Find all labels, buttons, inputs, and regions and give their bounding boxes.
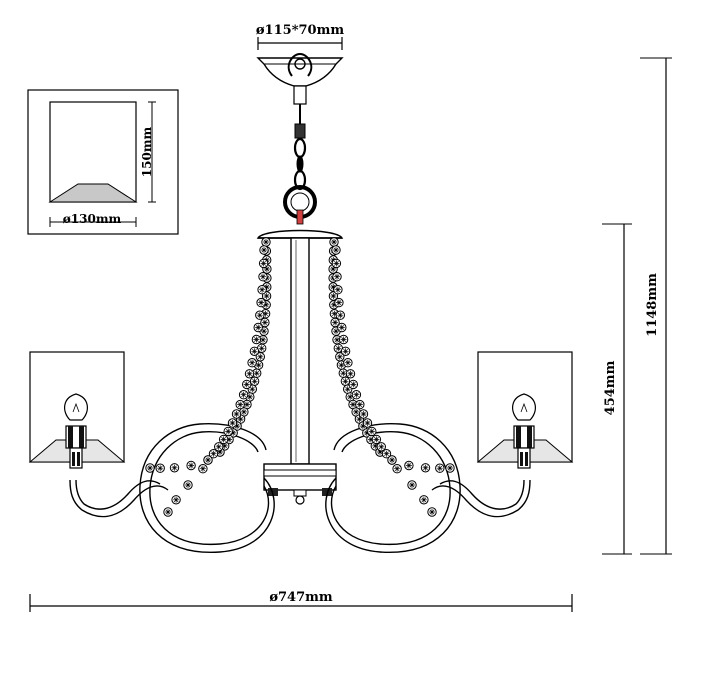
crystal-bead-icon	[198, 464, 208, 474]
crystal-bead-icon	[427, 507, 437, 517]
crystal-bead-icon	[332, 272, 342, 282]
crystal-bead-icon	[242, 379, 252, 390]
crystal-bead-icon	[331, 258, 342, 269]
crystal-bead-icon	[340, 346, 351, 356]
crystal-bead-icon	[247, 358, 257, 368]
crystal-bead-icon	[261, 237, 271, 247]
right-lamp	[476, 351, 574, 469]
canopy	[256, 52, 344, 139]
crystal-bead-icon	[231, 409, 242, 419]
left-lamp	[28, 351, 126, 469]
crystal-bead-icon	[223, 426, 233, 437]
crystal-bead-icon	[355, 399, 365, 410]
crystal-bead-icon	[169, 463, 180, 473]
crystal-bead-icon	[256, 297, 266, 308]
crystal-bead-icon	[407, 480, 417, 490]
crystal-bead-icon	[367, 426, 377, 437]
crystal-bead-icon	[445, 463, 455, 473]
crystal-bead-icon	[218, 434, 229, 445]
chain	[283, 137, 317, 225]
crystal-bead-icon	[435, 463, 445, 473]
crystal-bead-icon	[337, 322, 347, 333]
crystal-bead-icon	[238, 390, 249, 400]
crystal-bead-icon	[334, 297, 344, 308]
crystal-bead-icon	[387, 455, 397, 465]
crystal-bead-icon	[348, 379, 358, 390]
crystal-bead-icon	[203, 455, 213, 465]
shade-diameter-label: ø130mm	[63, 212, 122, 226]
crystal-bead-icon	[420, 463, 431, 473]
chandelier-body	[256, 229, 344, 505]
crystal-bead-icon	[362, 418, 373, 428]
crystal-bead-icon	[244, 369, 255, 379]
crystal-bead-icon	[351, 390, 362, 400]
canopy-dimension: ø115*70mm	[256, 23, 344, 50]
crystal-bead-icon	[163, 507, 173, 517]
fixture-height-dimension: 454mm	[602, 223, 632, 555]
crystal-bead-icon	[340, 376, 351, 386]
crystal-bead-icon	[331, 245, 341, 255]
crystal-bead-icon	[338, 334, 349, 345]
crystal-bead-icon	[155, 463, 165, 473]
total-height-label: 1148mm	[645, 273, 660, 337]
crystal-bead-icon	[257, 285, 267, 295]
crystal-bead-icon	[253, 322, 263, 333]
crystal-bead-icon	[371, 434, 382, 445]
crystal-bead-icon	[335, 310, 345, 320]
crystal-bead-icon	[329, 237, 339, 247]
crystal-bead-icon	[333, 285, 343, 295]
crystal-bead-icon	[258, 258, 269, 269]
shade-height-label: 150mm	[140, 126, 154, 177]
crystal-bead-icon	[249, 346, 260, 356]
bulb-icon	[512, 393, 536, 469]
fixture-height-label: 454mm	[603, 360, 618, 415]
crystal-bead-icon	[255, 310, 265, 320]
crystal-bead-icon	[392, 464, 402, 474]
total-height-dimension: 1148mm	[640, 57, 672, 555]
crystal-bead-icon	[251, 334, 262, 345]
crystal-bead-icon	[183, 480, 193, 490]
canopy-dimension-label: ø115*70mm	[256, 23, 344, 38]
crystal-bead-icon	[358, 409, 369, 419]
crystal-bead-icon	[259, 245, 269, 255]
crystal-bead-icon	[345, 369, 356, 379]
crystal-bead-icon	[145, 463, 155, 473]
crystal-bead-icon	[343, 358, 353, 368]
crystal-bead-icon	[235, 399, 245, 410]
crystal-bead-icon	[258, 272, 268, 282]
crystal-bead-icon	[419, 495, 429, 505]
overall-width-dimension: ø747mm	[29, 590, 573, 612]
crystal-bead-icon	[186, 460, 196, 471]
shade-detail-inset: 150mm ø130mm	[27, 89, 179, 235]
overall-width-label: ø747mm	[269, 590, 333, 605]
right-arm	[325, 423, 531, 553]
crystal-bead-icon	[249, 376, 260, 386]
crystal-bead-icon	[227, 418, 238, 428]
crystal-bead-icon	[171, 495, 181, 505]
left-arm	[69, 423, 275, 553]
bulb-icon	[64, 393, 88, 469]
crystal-bead-icon	[404, 460, 414, 471]
